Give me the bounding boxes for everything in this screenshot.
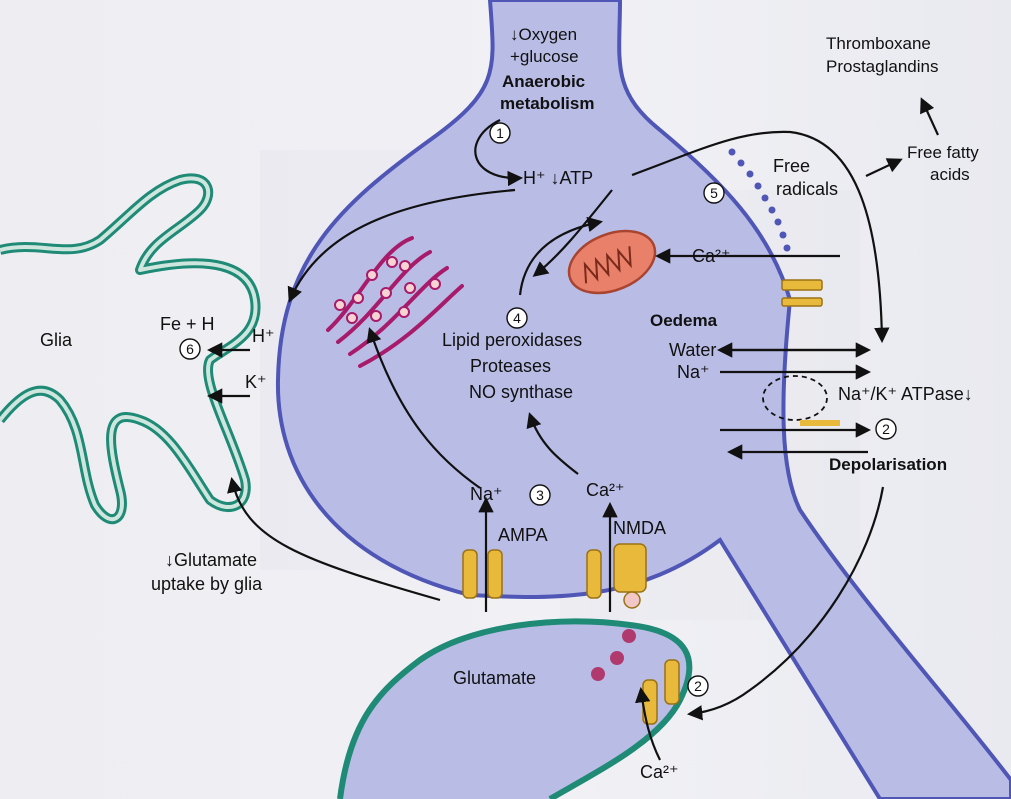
step-marker: 1 xyxy=(489,122,511,144)
label-nmda: NMDA xyxy=(613,518,666,538)
label-lipid: Lipid peroxidases xyxy=(442,330,582,350)
label-k-glia: K⁺ xyxy=(245,372,267,392)
label-glucose: +glucose xyxy=(510,47,579,66)
glutamate-molecules xyxy=(591,629,636,681)
label-free: Free xyxy=(773,156,810,176)
label-depolarisation: Depolarisation xyxy=(829,455,947,474)
svg-text:4: 4 xyxy=(513,310,521,326)
label-ca-bottom: Ca²⁺ xyxy=(640,762,679,782)
label-no-synthase: NO synthase xyxy=(469,382,573,402)
step-markers: 1 2 2 3 4 5 6 xyxy=(179,122,897,697)
label-fe-h: Fe + H xyxy=(160,314,215,334)
label-free-fatty: Free fatty xyxy=(907,143,979,162)
label-ampa: AMPA xyxy=(498,525,548,545)
step-marker: 6 xyxy=(179,338,201,360)
presynaptic-terminal xyxy=(337,618,693,799)
label-h-atp: H⁺ ↓ATP xyxy=(523,168,593,188)
label-radicals: radicals xyxy=(776,179,838,199)
pathway-arrows xyxy=(206,97,940,761)
svg-text:5: 5 xyxy=(710,185,718,201)
channel-oedema xyxy=(781,279,823,307)
svg-text:3: 3 xyxy=(536,487,544,503)
label-acids: acids xyxy=(930,165,970,184)
mitochondrion xyxy=(567,229,657,295)
step-marker: 3 xyxy=(529,484,551,506)
step-marker: 4 xyxy=(506,307,528,329)
step-marker: 2 xyxy=(687,675,709,697)
label-oedema: Oedema xyxy=(650,311,718,330)
label-na-in: Na⁺ xyxy=(677,362,710,382)
step-marker: 2 xyxy=(875,418,897,440)
label-anaerobic: Anaerobic xyxy=(502,72,585,91)
label-metabolism: metabolism xyxy=(500,94,594,113)
label-prostaglandins: Prostaglandins xyxy=(826,57,938,76)
labels: ↓Oxygen +glucose Anaerobic metabolism H⁺… xyxy=(40,25,979,782)
svg-text:6: 6 xyxy=(186,341,194,357)
label-h-glia: H⁺ xyxy=(252,326,275,346)
label-oxygen: ↓Oxygen xyxy=(510,25,577,44)
svg-text:2: 2 xyxy=(694,678,702,694)
label-glutamate-uptake: ↓Glutamate xyxy=(165,550,257,570)
label-uptake-by-glia: uptake by glia xyxy=(151,574,263,594)
label-glia: Glia xyxy=(40,330,73,350)
ribosomes xyxy=(334,256,441,324)
label-atpase: Na⁺/K⁺ ATPase↓ xyxy=(838,384,973,404)
channel-depolarisation xyxy=(800,420,840,426)
atpase-pump xyxy=(762,375,828,421)
neuron-body xyxy=(275,0,1011,799)
label-na-ampa: Na⁺ xyxy=(470,484,503,504)
label-water: Water xyxy=(669,340,716,360)
step-marker: 5 xyxy=(703,182,725,204)
label-thromboxane: Thromboxane xyxy=(826,34,931,53)
label-ca-nmda: Ca²⁺ xyxy=(586,480,625,500)
ampa-receptor xyxy=(462,549,503,599)
glia-cell xyxy=(0,173,261,524)
membrane-dots xyxy=(728,148,791,252)
svg-text:2: 2 xyxy=(882,421,890,437)
label-proteases: Proteases xyxy=(470,356,551,376)
label-ca-mito: Ca²⁺ xyxy=(692,246,731,266)
nmda-receptor xyxy=(586,543,647,609)
svg-text:1: 1 xyxy=(496,125,504,141)
label-glutamate: Glutamate xyxy=(453,668,536,688)
